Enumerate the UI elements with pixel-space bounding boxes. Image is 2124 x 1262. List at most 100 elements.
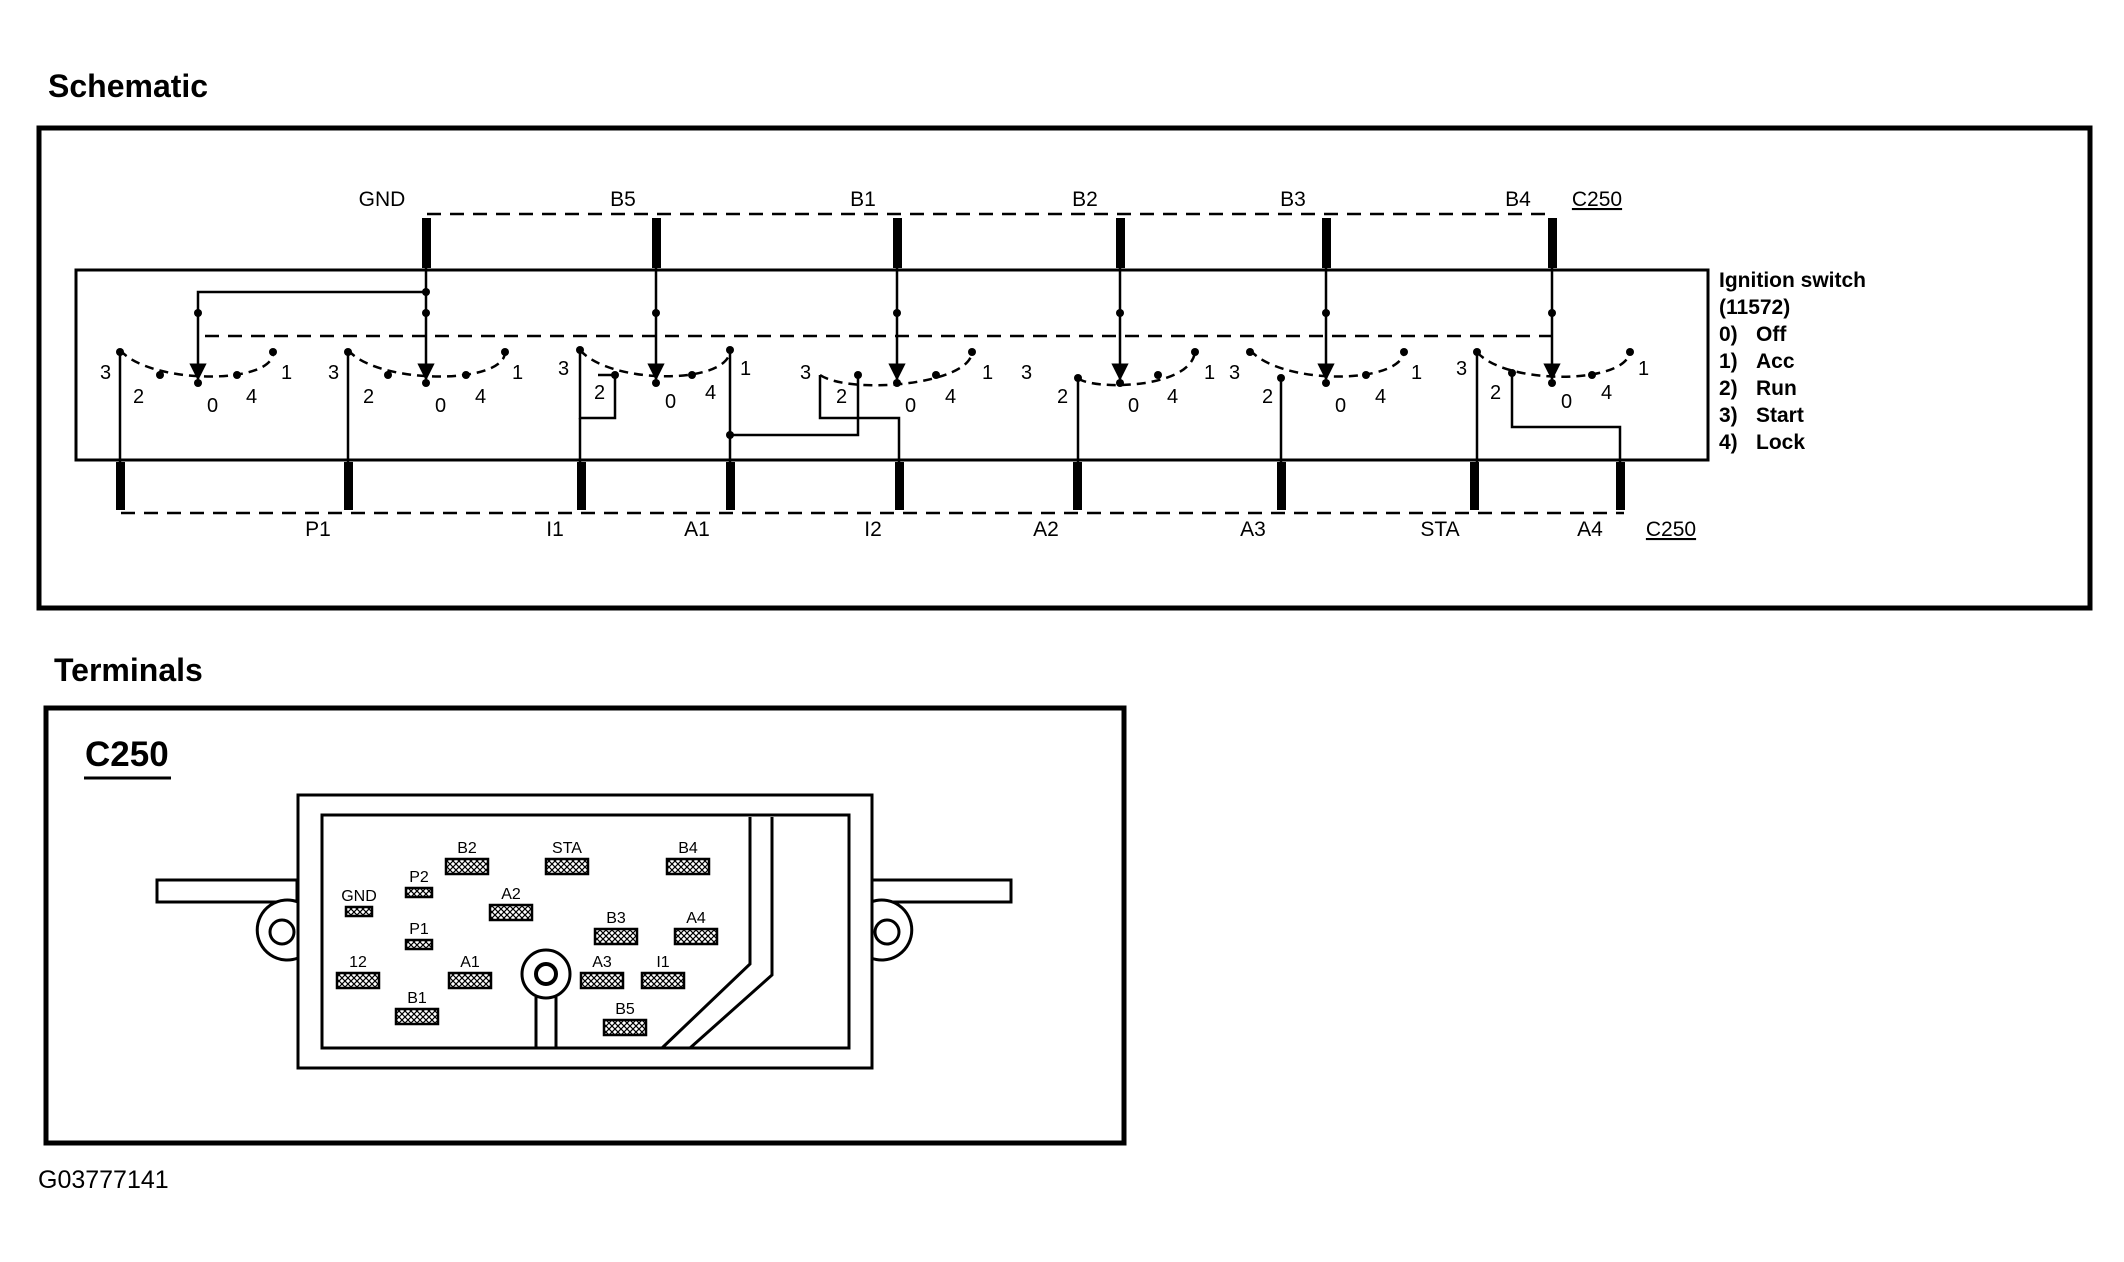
terminal-label-b3: B3 — [1280, 188, 1306, 211]
svg-text:0: 0 — [1335, 395, 1346, 417]
svg-text:4: 4 — [475, 386, 486, 408]
svg-text:4: 4 — [1601, 382, 1612, 404]
svg-text:P2: P2 — [409, 869, 429, 886]
svg-text:2: 2 — [133, 386, 144, 408]
svg-text:1: 1 — [1638, 358, 1649, 380]
connector-pin-b4: B4 — [665, 840, 711, 876]
position-legend: Ignition switch (11572) 0) Off 1) Acc 2)… — [1719, 269, 1866, 454]
svg-text:0: 0 — [435, 395, 446, 417]
connector-pin-b3: B3 — [593, 910, 639, 946]
svg-text:4: 4 — [1375, 386, 1386, 408]
svg-text:2): 2) — [1719, 377, 1738, 400]
svg-text:Start: Start — [1756, 404, 1804, 427]
terminal-label-b5: B5 — [610, 188, 636, 211]
connector-view-title: C250 — [85, 735, 169, 774]
svg-text:1: 1 — [281, 362, 292, 384]
terminal-label-b2: B2 — [1072, 188, 1098, 211]
svg-text:0: 0 — [207, 395, 218, 417]
terminal-label-a3: A3 — [1240, 518, 1266, 541]
svg-text:3): 3) — [1719, 404, 1738, 427]
svg-text:A3: A3 — [592, 954, 612, 971]
svg-text:GND: GND — [341, 888, 377, 905]
svg-text:Off: Off — [1756, 323, 1787, 346]
svg-text:B5: B5 — [615, 1001, 635, 1018]
svg-text:0: 0 — [1561, 391, 1572, 413]
svg-text:0: 0 — [905, 395, 916, 417]
svg-text:P1: P1 — [409, 921, 429, 938]
svg-text:I1: I1 — [656, 954, 669, 971]
connector-pin-a2: A2 — [488, 886, 534, 922]
terminal-label-a4: A4 — [1577, 518, 1603, 541]
connector-pin-gnd: GND — [341, 888, 377, 918]
svg-text:4: 4 — [705, 382, 716, 404]
svg-text:12: 12 — [349, 954, 367, 971]
connector-pin-a3: A3 — [579, 954, 625, 990]
connector-pin-b1: B1 — [394, 990, 440, 1026]
svg-text:1: 1 — [1411, 362, 1422, 384]
svg-text:1: 1 — [982, 362, 993, 384]
terminals-frame — [43, 705, 1127, 1146]
svg-text:Lock: Lock — [1756, 431, 1805, 454]
terminals-heading: Terminals — [54, 652, 203, 688]
switch-body — [74, 268, 1710, 462]
svg-text:2: 2 — [1490, 382, 1501, 404]
schematic-heading: Schematic — [48, 68, 209, 104]
schematic-frame — [36, 125, 2093, 611]
connector-pin-i1: I1 — [640, 954, 686, 990]
svg-text:B1: B1 — [407, 990, 427, 1007]
svg-text:3: 3 — [328, 362, 339, 384]
svg-text:A4: A4 — [686, 910, 706, 927]
terminal-label-b4: B4 — [1505, 188, 1531, 211]
svg-text:0): 0) — [1719, 323, 1738, 346]
terminal-label-a2: A2 — [1033, 518, 1059, 541]
svg-text:B3: B3 — [606, 910, 626, 927]
switch-section-7 — [1475, 268, 1632, 462]
svg-text:B2: B2 — [457, 840, 477, 857]
legend-part-number: (11572) — [1719, 296, 1790, 319]
svg-text:0: 0 — [665, 391, 676, 413]
switch-section-2 — [346, 349, 507, 462]
terminal-label-gnd: GND — [359, 188, 406, 211]
svg-text:1: 1 — [1204, 362, 1215, 384]
svg-text:A2: A2 — [501, 886, 521, 903]
svg-text:STA: STA — [552, 840, 582, 857]
switch-section-6 — [1249, 268, 1406, 462]
bottom-pins — [116, 462, 1625, 510]
svg-text:2: 2 — [836, 386, 847, 408]
svg-text:1: 1 — [740, 358, 751, 380]
svg-text:2: 2 — [594, 382, 605, 404]
svg-text:2: 2 — [1262, 386, 1273, 408]
terminal-label-i2: I2 — [864, 518, 882, 541]
switch-section-1 — [118, 268, 435, 462]
svg-text:1: 1 — [512, 362, 523, 384]
connector-pin-p1: P1 — [404, 921, 434, 951]
svg-text:3: 3 — [558, 358, 569, 380]
contact-dots — [116, 288, 1634, 439]
svg-text:3: 3 — [1021, 362, 1032, 384]
connector-pin-a1: A1 — [447, 954, 493, 990]
terminal-label-sta: STA — [1420, 518, 1459, 541]
figure-id: G03777141 — [38, 1166, 169, 1194]
connector-pin-a4: A4 — [673, 910, 719, 946]
svg-text:3: 3 — [800, 362, 811, 384]
svg-text:Run: Run — [1756, 377, 1797, 400]
svg-text:4: 4 — [1167, 386, 1178, 408]
svg-text:2: 2 — [363, 386, 374, 408]
svg-text:3: 3 — [1456, 358, 1467, 380]
connector-pin-b5: B5 — [602, 1001, 648, 1037]
connector-pin-b2: B2 — [444, 840, 490, 876]
connector-label-top: C250 — [1572, 188, 1622, 211]
svg-text:B4: B4 — [678, 840, 698, 857]
terminal-label-i1: I1 — [546, 518, 564, 541]
svg-text:0: 0 — [1128, 395, 1139, 417]
top-pins — [422, 218, 1557, 268]
svg-text:Acc: Acc — [1756, 350, 1795, 373]
svg-text:2: 2 — [1057, 386, 1068, 408]
center-post — [520, 948, 572, 1048]
position-labels: 3 2 0 4 1 3 2 0 4 1 3 2 0 4 1 3 2 0 4 1 … — [100, 358, 1649, 417]
svg-text:3: 3 — [1229, 362, 1240, 384]
connector-pin-p2: P2 — [404, 869, 434, 899]
terminal-label-b1: B1 — [850, 188, 876, 211]
connector-pin-sta: STA — [544, 840, 590, 876]
